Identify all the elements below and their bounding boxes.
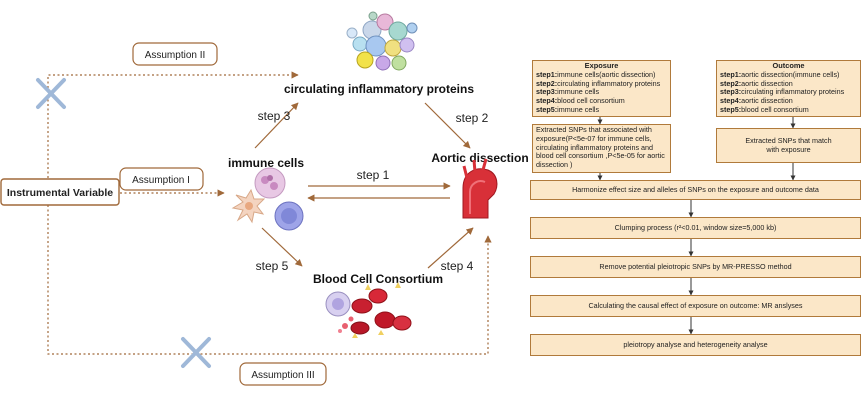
step-key: step3:: [536, 87, 558, 97]
step-value: blood cell consortium: [557, 96, 625, 106]
step-row: step4:blood cell consortium: [536, 96, 667, 106]
assumption-2-text: Assumption II: [145, 50, 206, 61]
step-row: step3:circulating inflammatory proteins: [720, 87, 857, 97]
step-key: step4:: [720, 96, 742, 106]
assumption-3-label: Assumption III: [239, 362, 327, 386]
extract-outcome-text: Extracted SNPs that match with exposure: [745, 135, 832, 154]
pleiotropic-text: Remove potential pleiotropic SNPs by MR-…: [599, 261, 792, 271]
aorta-icon: [462, 158, 498, 219]
step5-arrow: [261, 227, 303, 267]
step-key: step5:: [720, 104, 742, 114]
heterogeneity-text: pleiotropy analyse and heterogeneity ana…: [623, 339, 768, 349]
exposure-rows: step1:immune cells(aortic dissection)ste…: [536, 69, 667, 115]
step-arrows: [254, 102, 474, 269]
causal-text: Calculating the causal effect of exposur…: [588, 300, 803, 310]
cross-icon: [36, 78, 66, 109]
step-value: immune cells: [557, 87, 600, 97]
circulating-proteins-label: circulating inflammatory proteins: [284, 82, 474, 96]
instrumental-variable-box: Instrumental Variable: [0, 178, 120, 206]
assumption-3-text: Assumption III: [251, 370, 314, 381]
step-key: step1:: [720, 69, 742, 79]
assumption-lines: [47, 71, 492, 355]
outcome-title: Outcome: [772, 61, 805, 70]
heterogeneity-box: pleiotropy analyse and heterogeneity ana…: [530, 334, 861, 356]
step-key: step2:: [536, 78, 558, 88]
outcome-rows: step1:aortic dissection(immune cells)ste…: [720, 69, 857, 115]
immune-cells-icon: [231, 167, 304, 231]
causal-box: Calculating the causal effect of exposur…: [530, 295, 861, 317]
exposure-title: Exposure: [584, 61, 619, 70]
protein-molecules-icon: [346, 11, 418, 71]
step-row: step3:immune cells: [536, 87, 667, 97]
step-value: immune cells(aortic dissection): [557, 69, 656, 79]
flow-arrows: [597, 117, 796, 335]
immune-cells-label: immune cells: [228, 156, 304, 170]
clumping-text: Clumping process (r²<0.01, window size=5…: [614, 222, 777, 232]
cross-icon: [181, 337, 211, 368]
step-row: step1:aortic dissection(immune cells): [720, 69, 857, 80]
step1-label: step 1: [357, 168, 390, 182]
blood-cell-consortium-label: Blood Cell Consortium: [313, 272, 443, 286]
assumption-1-text: Assumption I: [132, 175, 190, 186]
step-value: aortic dissection: [741, 96, 793, 106]
assumption-2-label: Assumption II: [132, 42, 218, 66]
outcome-box: Outcome step1:aortic dissection(immune c…: [716, 60, 861, 117]
step2-arrow: [424, 102, 471, 149]
step-value: aortic dissection: [741, 78, 793, 88]
step3-arrow: [254, 102, 299, 149]
step-row: step2:aortic dissection: [720, 78, 857, 89]
step-key: step4:: [536, 96, 558, 106]
step-row: step2:circulating inflammatory proteins: [536, 78, 667, 89]
step-value: blood cell consortium: [741, 104, 809, 114]
assumption-1-label: Assumption I: [119, 167, 204, 191]
step-value: aortic dissection(immune cells): [741, 69, 840, 79]
step-value: immune cells: [557, 104, 600, 114]
extract-outcome-box: Extracted SNPs that match with exposure: [716, 128, 861, 163]
step-row: step1:immune cells(aortic dissection): [536, 69, 667, 80]
step4-arrow: [427, 227, 474, 269]
step-row: step5:blood cell consortium: [720, 104, 857, 115]
harmonize-text: Harmonize effect size and alleles of SNP…: [572, 184, 819, 194]
step4-label: step 4: [441, 259, 474, 273]
blood-cells-icon: [325, 282, 412, 338]
harmonize-box: Harmonize effect size and alleles of SNP…: [530, 180, 861, 200]
step-key: step3:: [720, 87, 742, 97]
instrumental-variable-text: Instrumental Variable: [7, 187, 113, 199]
step-key: step1:: [536, 69, 558, 79]
step-value: circulating inflammatory proteins: [741, 87, 845, 97]
extract-exposure-box: Extracted SNPs that associated with expo…: [532, 124, 671, 173]
assumption-3-line: [47, 205, 492, 355]
step-row: step4:aortic dissection: [720, 96, 857, 106]
step3-label: step 3: [258, 109, 291, 123]
step-value: circulating inflammatory proteins: [557, 78, 661, 88]
exposure-box: Exposure step1:immune cells(aortic disse…: [532, 60, 671, 117]
aortic-dissection-label: Aortic dissection: [431, 151, 528, 165]
pleiotropic-box: Remove potential pleiotropic SNPs by MR-…: [530, 256, 861, 278]
step-key: step2:: [720, 78, 742, 88]
step2-label: step 2: [456, 111, 489, 125]
step5-label: step 5: [256, 259, 289, 273]
step-key: step5:: [536, 104, 558, 114]
extract-exposure-text: Extracted SNPs that associated with expo…: [536, 125, 665, 170]
clumping-box: Clumping process (r²<0.01, window size=5…: [530, 217, 861, 239]
step-row: step5:immune cells: [536, 104, 667, 115]
